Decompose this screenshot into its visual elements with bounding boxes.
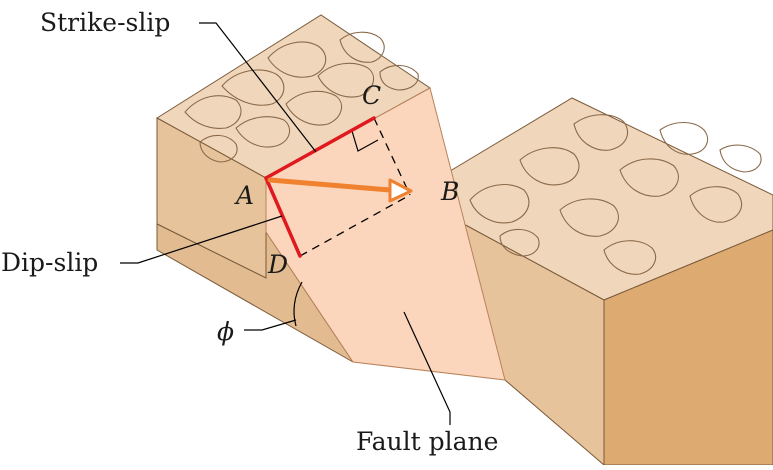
strike-slip-label: Strike-slip — [40, 8, 170, 37]
dip-slip-leader — [120, 215, 283, 264]
fault-plane-leader — [403, 311, 451, 425]
strike-slip-line — [264, 116, 376, 180]
phi-label: ϕ — [217, 317, 234, 346]
net-slip-arrow — [267, 177, 413, 203]
fault-plane-surface — [265, 87, 506, 381]
construction-lines — [293, 117, 411, 327]
right-angle-marker — [351, 130, 379, 152]
slip-components — [264, 116, 376, 258]
leader-lines — [120, 22, 451, 425]
dip-slip-line — [264, 176, 302, 258]
point-c-label: C — [362, 81, 381, 110]
point-a-label: A — [234, 181, 254, 210]
right-block-rock-texture — [469, 114, 762, 275]
dashed-line-d-to-b — [299, 194, 411, 257]
point-b-label: B — [440, 177, 459, 206]
fault-plane-label: Fault plane — [356, 427, 498, 456]
point-d-label: D — [267, 250, 288, 279]
left-block — [156, 14, 431, 363]
dip-slip-label: Dip-slip — [1, 248, 98, 277]
net-slip-arrowhead — [388, 178, 413, 203]
phi-leader — [244, 319, 297, 331]
phi-angle-arc — [293, 281, 303, 327]
dashed-line-c-to-b — [373, 117, 411, 196]
strike-slip-leader — [199, 22, 317, 153]
left-block-rock-texture — [184, 31, 419, 163]
